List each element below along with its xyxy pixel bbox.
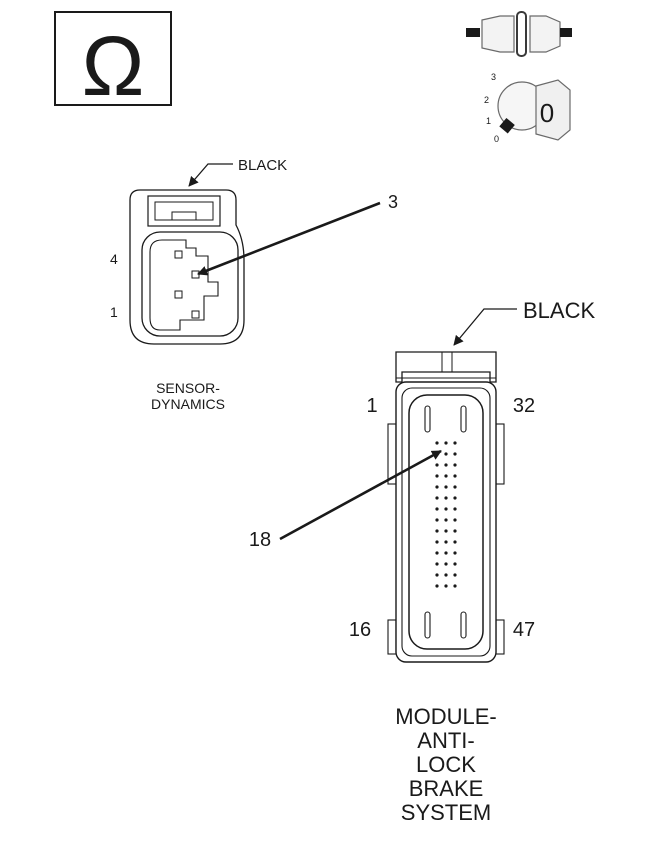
module-pin-cavity: [444, 562, 448, 566]
module-pin-cavity: [453, 485, 457, 489]
module-pin-cavity: [453, 496, 457, 500]
module-pin-cavity: [453, 441, 457, 445]
ohm-symbol: Ω: [82, 19, 145, 113]
ignition-position-label: 2: [484, 95, 489, 105]
module-corner-label-bottom-right: 47: [513, 619, 535, 641]
ignition-position-label: 1: [486, 116, 491, 126]
module-pin-cavity: [444, 485, 448, 489]
module-pin-cavity: [435, 441, 439, 445]
module-pin-cavity: [453, 452, 457, 456]
module-pin-cavity: [444, 496, 448, 500]
module-pin-callout: 18: [249, 529, 271, 551]
sensor-dynamics-connector: BLACK 4 1 3 SENSOR- DYNAMICS: [110, 157, 398, 412]
module-pin-cavity: [435, 562, 439, 566]
module-pin-cavity: [435, 551, 439, 555]
ignition-position-label: 3: [491, 72, 496, 82]
module-pin-cavity: [453, 518, 457, 522]
module-pin-cavity: [444, 540, 448, 544]
module-pin-cavity: [435, 485, 439, 489]
module-pin-grid: [435, 441, 457, 588]
module-pin-cavity: [453, 573, 457, 577]
module-pin-cavity: [444, 474, 448, 478]
module-color-label: BLACK: [523, 298, 595, 323]
module-pin-cavity: [444, 452, 448, 456]
ignition-switch-icon: 0 3 2 1 0: [484, 72, 571, 144]
module-pin-cavity: [435, 540, 439, 544]
module-pin-cavity: [435, 573, 439, 577]
sensor-name-line: SENSOR-: [156, 380, 220, 396]
module-pin-cavity: [444, 573, 448, 577]
module-pin-cavity: [444, 529, 448, 533]
sensor-color-label: BLACK: [238, 157, 287, 174]
module-pin-callout-arrow: [279, 449, 442, 541]
module-pin-cavity: [444, 551, 448, 555]
sensor-name-line: DYNAMICS: [151, 396, 225, 412]
module-pin-cavity: [444, 463, 448, 467]
module-pin-cavity: [453, 507, 457, 511]
sensor-pin-label: 1: [110, 304, 118, 320]
module-pin-cavity: [435, 584, 439, 588]
module-corner-label-top-left: 1: [366, 395, 377, 417]
module-name-line: ANTI-: [417, 728, 474, 753]
module-name-line: SYSTEM: [401, 800, 491, 825]
module-name-line: LOCK: [416, 752, 476, 777]
module-pin-cavity: [453, 584, 457, 588]
module-pin-cavity: [444, 507, 448, 511]
module-pin-cavity: [444, 518, 448, 522]
module-pin-cavity: [435, 474, 439, 478]
ignition-key-position-label: 0: [540, 98, 554, 128]
module-pin-cavity: [435, 507, 439, 511]
module-name-line: BRAKE: [409, 776, 484, 801]
module-corner-label-bottom-left: 16: [349, 619, 371, 641]
module-pin-cavity: [453, 463, 457, 467]
module-pin-cavity: [435, 496, 439, 500]
abs-module-connector: BLACK 1 32 16 47 18 MODULE- ANTI- LOCK B…: [249, 298, 596, 825]
module-pin-cavity: [435, 518, 439, 522]
module-pin-cavity: [453, 562, 457, 566]
disconnect-icon: [466, 11, 572, 57]
module-pin-cavity: [444, 584, 448, 588]
sensor-pin-label: 4: [110, 251, 118, 267]
sensor-pin-callout-arrow: [197, 201, 381, 276]
module-name-line: MODULE-: [395, 704, 496, 729]
module-pin-cavity: [435, 529, 439, 533]
ohmmeter-icon: Ω: [54, 11, 172, 113]
module-corner-label-top-right: 32: [513, 395, 535, 417]
module-pin-cavity: [453, 540, 457, 544]
module-pin-cavity: [453, 551, 457, 555]
sensor-pin-callout: 3: [388, 192, 398, 212]
module-pin-cavity: [453, 474, 457, 478]
module-pin-cavity: [453, 529, 457, 533]
ignition-position-label: 0: [494, 134, 499, 144]
module-pin-cavity: [435, 463, 439, 467]
module-pin-cavity: [444, 441, 448, 445]
